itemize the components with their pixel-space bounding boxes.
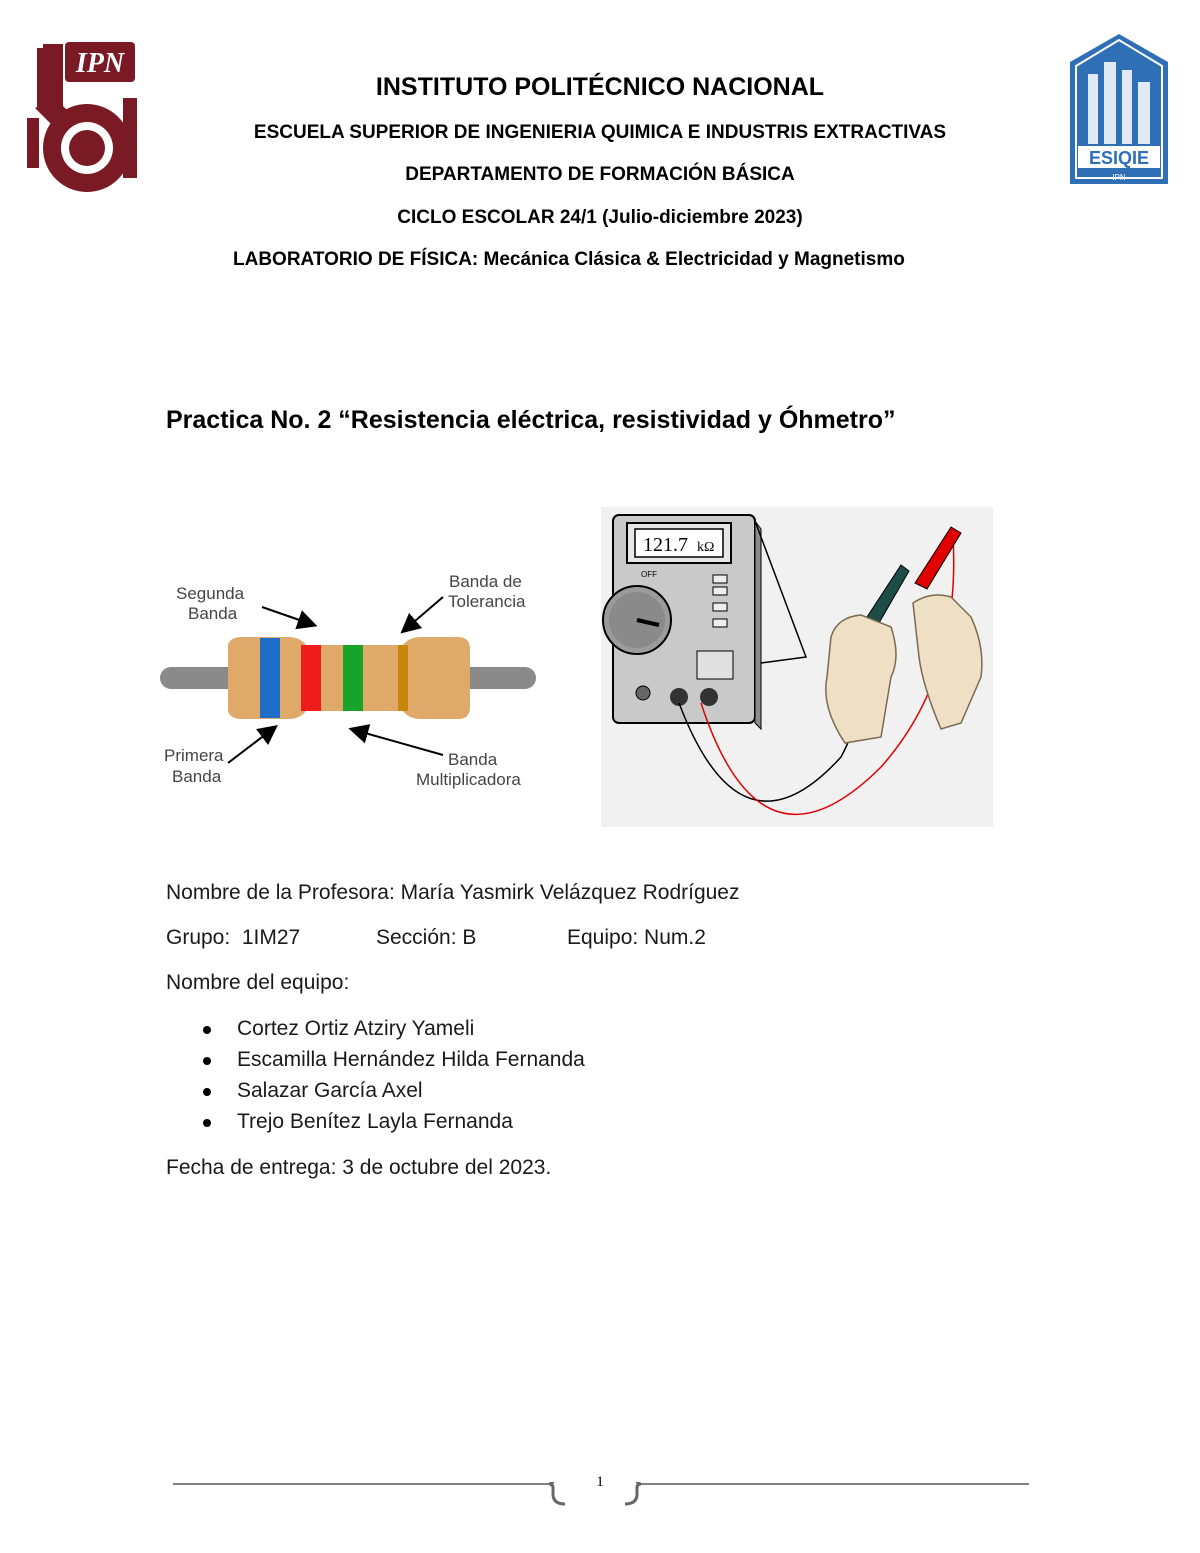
delivery-date: Fecha de entrega: 3 de octubre del 2023. <box>166 1156 552 1179</box>
label-multiplicadora-2: Multiplicadora <box>416 770 521 789</box>
multimeter-off-label: OFF <box>641 570 657 579</box>
school-name: ESCUELA SUPERIOR DE INGENIERIA QUIMICA E… <box>253 122 947 143</box>
esiqie-logo-sub: IPN <box>1112 173 1126 182</box>
bullet-icon <box>203 1119 211 1127</box>
first-band <box>260 638 280 718</box>
page-number: 1 <box>596 1474 604 1490</box>
tolerance-band <box>398 645 408 711</box>
second-band <box>301 645 321 711</box>
group-label: Grupo: 1IM27 <box>166 926 301 949</box>
department-name: DEPARTAMENTO DE FORMACIÓN BÁSICA <box>405 164 795 185</box>
esiqie-logo-text: ESIQIE <box>1089 148 1149 168</box>
multiplier-band <box>343 645 363 711</box>
red-probe <box>914 526 962 590</box>
label-segunda-1: Segunda <box>176 584 245 603</box>
right-hand <box>912 594 983 730</box>
teacher-name: Nombre de la Profesora: María Yasmirk Ve… <box>166 881 740 904</box>
list-item: Escamilla Hernández Hilda Fernanda <box>237 1048 585 1071</box>
team-name-label: Nombre del equipo: <box>166 971 350 994</box>
bullet-icon <box>203 1088 211 1096</box>
institute-name: INSTITUTO POLITÉCNICO NACIONAL <box>375 73 825 101</box>
left-hand <box>825 614 897 744</box>
multimeter-illustration: 121.7 kΩ OFF <box>601 507 993 827</box>
list-item: Trejo Benítez Layla Fernanda <box>237 1110 513 1133</box>
school-cycle: CICLO ESCOLAR 24/1 (Julio-diciembre 2023… <box>397 207 803 228</box>
list-item: Salazar García Axel <box>237 1079 423 1102</box>
label-tolerancia-1: Banda de <box>449 572 522 591</box>
label-primera-2: Banda <box>172 767 222 786</box>
label-tolerancia-2: Tolerancia <box>448 592 526 611</box>
label-primera-1: Primera <box>164 746 224 765</box>
list-item: Cortez Ortiz Atziry Yameli <box>237 1017 475 1040</box>
esiqie-logo: ESIQIE IPN <box>1066 32 1172 186</box>
section-label: Sección: B <box>376 926 477 949</box>
label-multiplicadora-1: Banda <box>448 750 498 769</box>
team-label: Equipo: Num.2 <box>567 926 706 949</box>
ipn-logo: IPN <box>25 38 145 198</box>
resistor-diagram: Segunda Banda Banda de Tolerancia Primer… <box>158 565 548 795</box>
ipn-logo-text: IPN <box>75 48 126 79</box>
lab-name: LABORATORIO DE FÍSICA: Mecánica Clásica … <box>233 249 905 270</box>
multimeter-display-value: 121.7 <box>643 534 688 556</box>
label-segunda-2: Banda <box>188 604 238 623</box>
bullet-icon <box>203 1026 211 1034</box>
practice-title: Practica No. 2 “Resistencia eléctrica, r… <box>166 406 896 434</box>
multimeter-display-unit: kΩ <box>697 540 714 555</box>
bullet-icon <box>203 1057 211 1065</box>
